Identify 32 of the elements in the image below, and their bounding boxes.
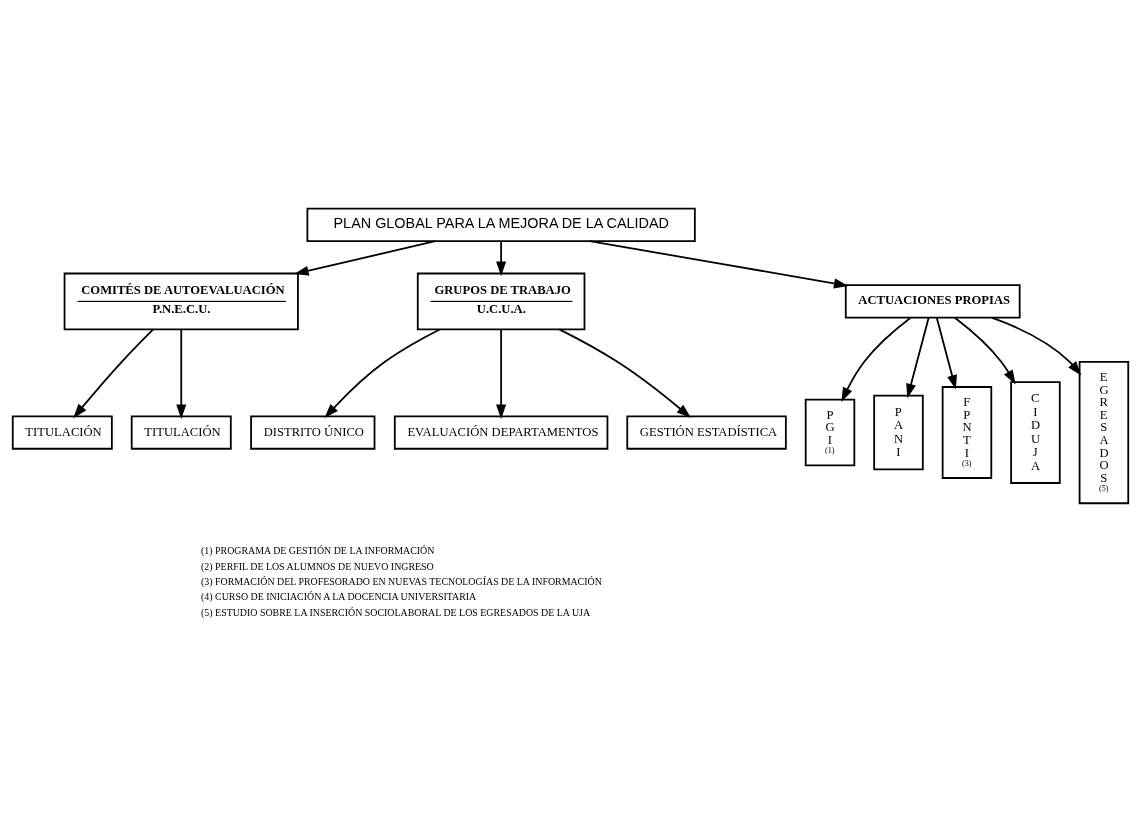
node-box: TITULACIÓN — [11, 415, 113, 450]
label: (2) PERFIL DE LOS ALUMNOS DE NUEVO INGRESO — [201, 560, 434, 572]
node-box: TITULACIÓN — [130, 415, 232, 450]
node-box: ACTUACIONES PROPIAS — [844, 284, 1021, 319]
node-box: P A N I — [873, 394, 924, 471]
arrow — [294, 240, 437, 276]
node-box: DISTRITO ÚNICO — [250, 415, 376, 450]
arrow — [841, 316, 912, 402]
label: (3) FORMACIÓN DEL PROFESORADO EN NUEVAS TECNOLOGÍAS DE LA INFORMACIÓN — [201, 576, 602, 588]
node-box: F P N T I (3) — [941, 386, 993, 479]
arrow — [935, 316, 957, 390]
arrow — [176, 328, 187, 419]
arrow — [953, 316, 1016, 385]
arrow — [558, 328, 691, 418]
node-box: COMITÉS DE AUTOEVALUACIÓN P.N.E.C.U. — [63, 272, 299, 331]
arrow — [496, 240, 507, 276]
node-box: PLAN GLOBAL PARA LA MEJORA DE LA CALIDAD — [306, 207, 696, 242]
arrow — [73, 328, 155, 419]
label: (1) PROGRAMA DE GESTIÓN DE LA INFORMACIÓN — [201, 545, 435, 557]
arrow — [496, 328, 507, 419]
label: (4) CURSO DE INICIACIÓN A LA DOCENCIA UNIVERSITARIA — [201, 591, 477, 603]
node-box: GESTIÓN ESTADÍSTICA — [626, 415, 787, 450]
node-box: C I D U J A — [1010, 381, 1061, 484]
arrow — [588, 240, 849, 289]
label: (5) ESTUDIO SOBRE LA INSERCIÓN SOCIOLABORAL DE LOS EGRESADOS DE LA UJA — [201, 606, 591, 618]
arrow — [906, 316, 930, 399]
node-box: P G I (1) — [804, 398, 856, 467]
arrow — [324, 328, 441, 419]
node-box: GRUPOS DE TRABAJO U.C.U.A. — [416, 272, 586, 331]
node-box: EVALUACIÓN DEPARTAMENTOS — [393, 415, 609, 450]
arrow — [990, 316, 1082, 376]
node-box: E G R E S A D O S (5) — [1078, 360, 1130, 505]
